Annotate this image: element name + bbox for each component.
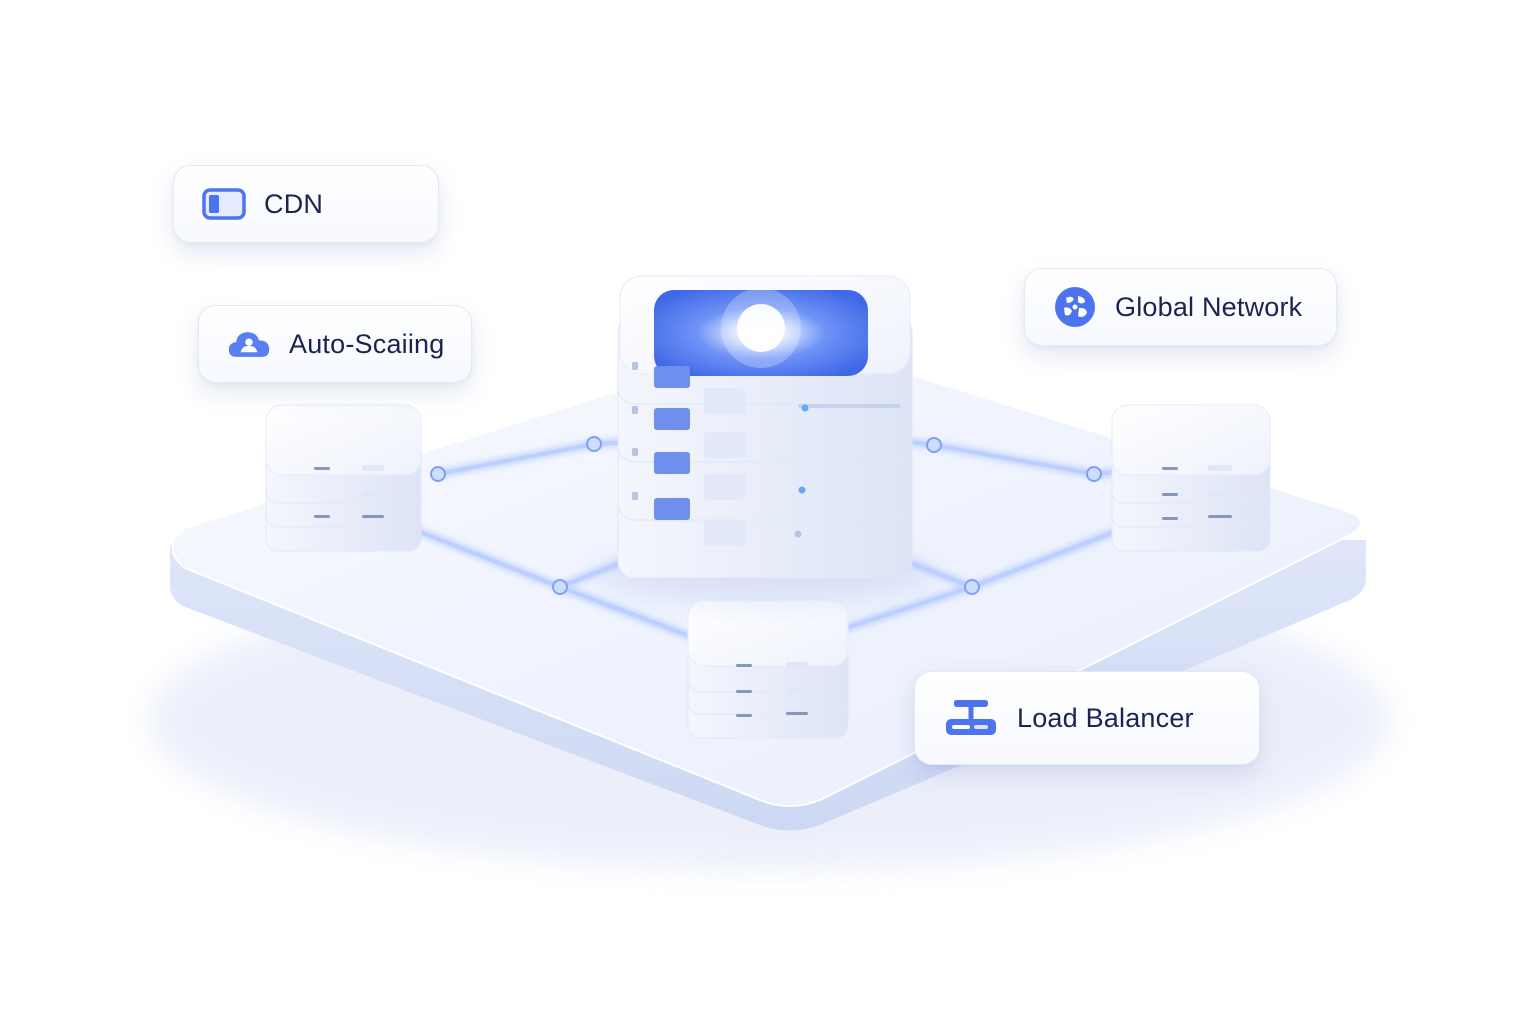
server-node-right	[1111, 404, 1271, 552]
load-balancer-label-card: Load Balancer	[914, 671, 1260, 765]
load-balancer-label: Load Balancer	[1017, 702, 1194, 733]
balancer-icon	[943, 696, 999, 740]
window-icon	[202, 182, 246, 226]
auto-scaling-label-card: Auto-Scaiing	[198, 305, 472, 383]
central-server	[595, 275, 935, 601]
server-node-bottom	[687, 599, 849, 739]
cdn-label: CDN	[264, 188, 324, 219]
cloud-icon	[227, 322, 271, 366]
auto-scaling-label: Auto-Scaiing	[289, 328, 445, 359]
global-network-label: Global Network	[1115, 291, 1303, 322]
global-network-label-card: Global Network	[1024, 268, 1337, 346]
server-node-left	[265, 404, 422, 552]
cdn-label-card: CDN	[173, 165, 439, 243]
globe-icon	[1053, 285, 1097, 329]
